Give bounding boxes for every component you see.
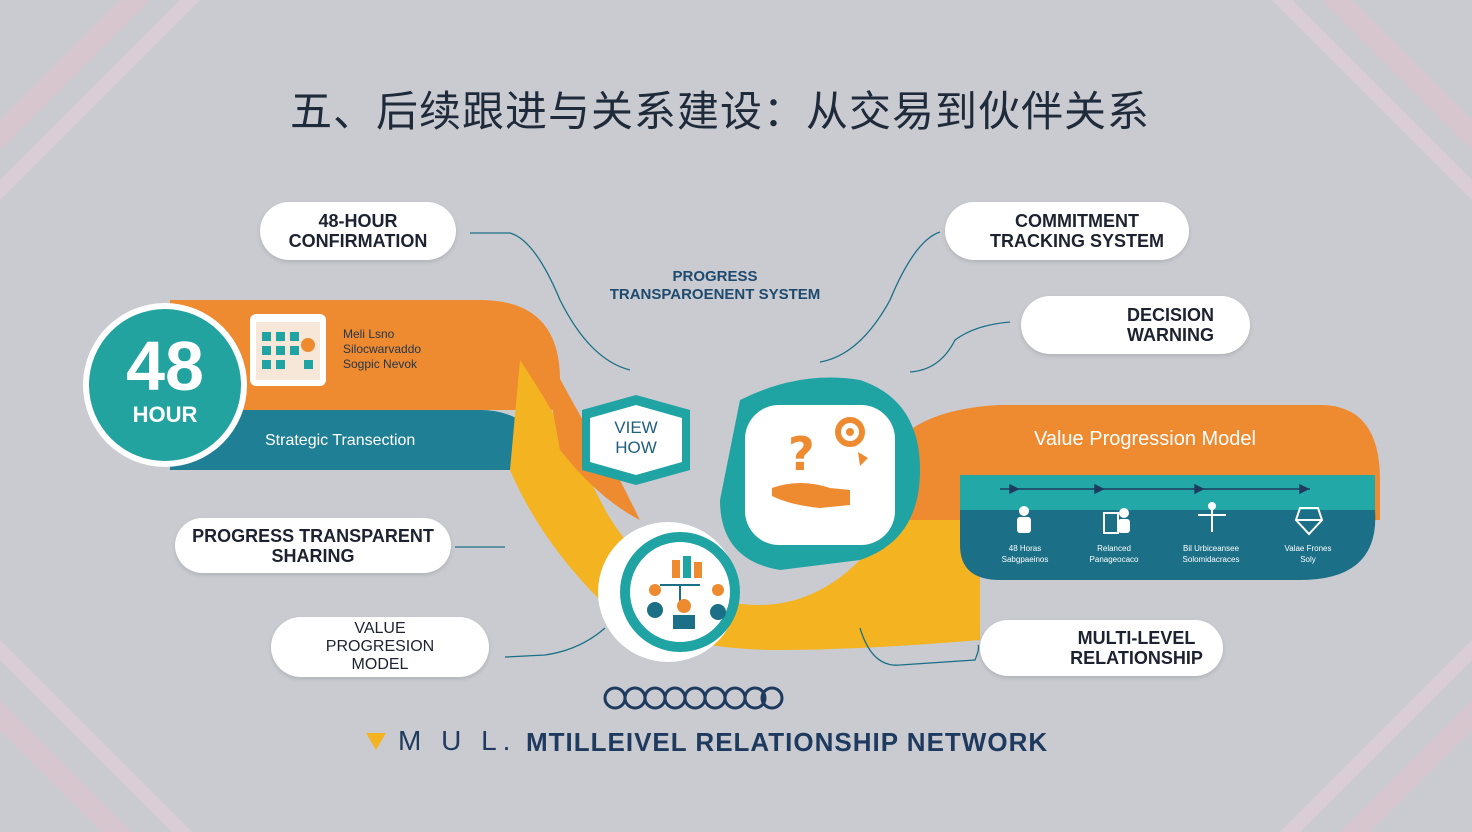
decision-line-2: WARNING xyxy=(1127,325,1214,345)
progress-system-label: PROGRESS TRANSPAROENENT SYSTEM xyxy=(585,268,845,304)
vp-item-2-line-2: Panageocaco xyxy=(1089,555,1139,564)
confirmation-line-1: 48-HOUR xyxy=(318,211,398,231)
page-title: 五、后续跟进与关系建设：从交易到伙伴关系 xyxy=(289,87,1150,136)
progress-system-line-2: TRANSPAROENENT SYSTEM xyxy=(609,286,821,303)
multilevel-pill: MULTI-LEVEL RELATIONSHIP xyxy=(980,620,1223,676)
vp-item-4-line-1: Valae Frones xyxy=(1284,544,1332,553)
badge-unit: HOUR xyxy=(132,402,198,427)
value-progression-item-2: Relanced Panageocaco xyxy=(1076,543,1152,565)
progress-sharing-line-1: PROGRESS TRANSPARENT xyxy=(192,525,434,546)
scales-icon xyxy=(1198,502,1226,532)
bar-chart-icon xyxy=(672,556,702,578)
footer-text: MTILLEIVEL RELATIONSHIP NETWORK xyxy=(526,727,1049,757)
vp-item-3-line-1: Bil Urbiceansee xyxy=(1182,544,1240,553)
connector-lines xyxy=(455,231,1011,666)
hex-line-2: HOW xyxy=(615,438,657,457)
globe-icon xyxy=(1294,507,1324,536)
progress-sharing-line-2: SHARING xyxy=(271,545,355,566)
value-model-line-2: PROGRESION xyxy=(325,638,435,655)
handshake-icon xyxy=(772,483,850,508)
teal-band-text: Strategic Transection xyxy=(265,432,416,449)
value-progression-item-3: Bil Urbiceansee Solomidacraces xyxy=(1165,543,1257,565)
orange-band-line-3: Sogpic Nevok xyxy=(343,357,418,371)
vp-item-2-line-1: Relanced xyxy=(1097,544,1131,553)
commitment-pill: COMMITMENT TRACKING SYSTEM xyxy=(945,202,1189,260)
badge-number: 48 xyxy=(126,327,204,405)
svg-text:?: ? xyxy=(788,427,815,481)
vp-item-4-line-2: Soly xyxy=(1300,555,1316,564)
coil-icon xyxy=(603,686,784,710)
orange-band-text: Meli Lsno Silocwarvaddo Sogpic Nevok xyxy=(343,327,463,372)
vp-item-1-line-1: 48 Horas xyxy=(1008,544,1042,553)
document-icon xyxy=(1103,508,1130,534)
value-model-pill: VALUE PROGRESION MODEL xyxy=(271,617,489,677)
white-card xyxy=(745,405,895,545)
value-model-line-1: VALUE xyxy=(354,620,406,637)
decision-pill: DECISION WARNING xyxy=(1021,296,1250,354)
question-mark-icon: ? xyxy=(788,427,815,481)
teal-strip-right xyxy=(960,475,1375,510)
value-progression-title: Value Progression Model xyxy=(1034,428,1256,450)
value-progression-item-4: Valae Frones Soly xyxy=(1268,543,1348,565)
teal-band-left xyxy=(170,410,560,470)
person-icon xyxy=(1017,506,1031,533)
confirmation-line-2: CONFIRMATION xyxy=(288,231,428,251)
gear-icon xyxy=(835,417,868,466)
people-network-icon xyxy=(647,584,726,629)
calendar-icon xyxy=(250,314,326,386)
logo-triangle xyxy=(366,733,386,750)
multilevel-line-2: RELATIONSHIP xyxy=(1070,648,1203,668)
orange-band-line-1: Meli Lsno xyxy=(343,327,395,341)
hex-line-1: VIEW xyxy=(614,418,658,437)
progress-system-line-1: PROGRESS xyxy=(672,268,758,285)
hex-text: VIEW HOW xyxy=(590,418,682,458)
commitment-line-2: TRACKING SYSTEM xyxy=(989,231,1164,251)
vp-item-3-line-2: Solomidacraces xyxy=(1182,555,1240,564)
vp-item-1-line-2: Sabgpaeinos xyxy=(1001,555,1049,564)
commitment-line-1: COMMITMENT xyxy=(1015,211,1139,231)
arrow-row xyxy=(1000,483,1310,495)
confirmation-pill: 48-HOUR CONFIRMATION xyxy=(260,202,456,260)
progress-sharing-pill: PROGRESS TRANSPARENT SHARING xyxy=(175,518,451,573)
orange-band-line-2: Silocwarvaddo xyxy=(343,342,422,356)
dark-teal-band-right xyxy=(960,510,1376,580)
multilevel-line-1: MULTI-LEVEL xyxy=(1077,628,1196,648)
value-model-line-3: MODEL xyxy=(351,656,409,673)
footer-prefix: M U L. xyxy=(398,725,517,756)
value-progression-item-1: 48 Horas Sabgpaeinos xyxy=(990,543,1060,565)
decision-line-1: DECISION xyxy=(1126,305,1214,325)
